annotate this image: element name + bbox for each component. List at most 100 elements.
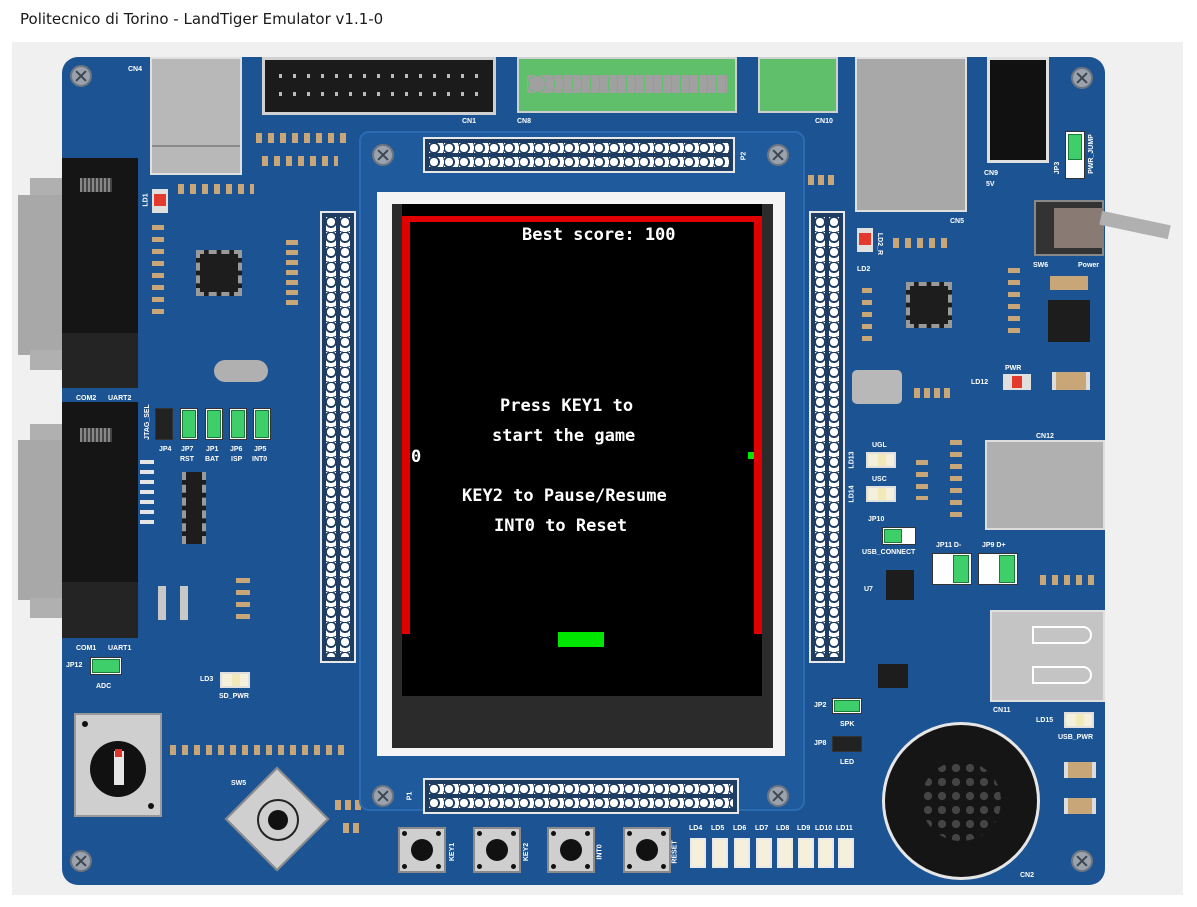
- cn12-label: CN12: [1036, 433, 1054, 440]
- jumper-jp5[interactable]: [253, 408, 271, 440]
- ld2-label: LD2: [857, 266, 871, 273]
- regulator-chip: [1048, 300, 1090, 342]
- lcd-screen: [402, 204, 762, 696]
- led-ld13: [866, 452, 896, 468]
- led-ld4: [690, 838, 706, 868]
- jtag-sel-label: JTAG_SEL: [143, 404, 151, 440]
- p2-label: P2: [740, 151, 748, 161]
- resistor-row: [914, 388, 954, 398]
- resistor-row: [916, 460, 928, 500]
- resistor-row: [152, 225, 164, 315]
- jp3-label: JP3: [1054, 161, 1062, 175]
- led-ld10: [818, 838, 834, 868]
- jp1-label: JP1: [206, 446, 219, 453]
- diode: [180, 586, 188, 620]
- jp12-label: JP12: [66, 662, 83, 669]
- screw-icon: [767, 144, 789, 166]
- cn10-label: CN10: [815, 118, 833, 125]
- jp7-label: JP7: [181, 446, 194, 453]
- capacitor: [1064, 798, 1096, 814]
- qfp-chip: [906, 282, 952, 328]
- top-wall: [402, 216, 762, 222]
- cn1-label: CN1: [462, 118, 477, 125]
- cn9-label: CN9: [984, 170, 999, 177]
- joystick-ring: [257, 799, 299, 841]
- key2-button[interactable]: [473, 827, 521, 873]
- capacitor: [1050, 276, 1088, 290]
- key1-button[interactable]: [398, 827, 446, 873]
- crystal: [214, 360, 268, 382]
- jumper-jp9[interactable]: [978, 553, 1018, 585]
- sw6-label: SW6: [1033, 262, 1049, 269]
- com1-shell: [18, 440, 66, 600]
- ld1-label: LD1: [142, 193, 150, 207]
- instruction-line-4: INT0 to Reset: [494, 516, 628, 536]
- led-ld8: [777, 838, 793, 868]
- key2-label: KEY2: [523, 842, 531, 862]
- jumper-jp3[interactable]: [1065, 131, 1085, 179]
- p1-label: P1: [406, 791, 414, 801]
- jp9-label: JP9 D+: [982, 542, 1006, 549]
- sd-slot-cn5: [855, 57, 967, 212]
- jumper-jp4[interactable]: [155, 408, 173, 440]
- com1-latch: [30, 424, 66, 444]
- joystick-knob[interactable]: [268, 810, 288, 830]
- uart1-label: UART1: [108, 645, 132, 652]
- jumper-jp12[interactable]: [90, 657, 122, 675]
- score-value: 0: [411, 447, 422, 467]
- usb-pwr-label: USB_PWR: [1058, 734, 1094, 741]
- cn4-label: CN4: [128, 66, 143, 73]
- ld12-label: LD12: [971, 379, 989, 386]
- spk-label: SPK: [840, 721, 855, 728]
- ld8-label: LD8: [776, 825, 790, 832]
- jumper-jp8[interactable]: [832, 736, 862, 752]
- led-ld7: [756, 838, 772, 868]
- screw-icon: [1071, 850, 1093, 872]
- ld5-label: LD5: [711, 825, 725, 832]
- jumper-jp2[interactable]: [832, 698, 862, 714]
- resistor-row: [286, 240, 298, 310]
- com2-label: COM2: [76, 395, 97, 402]
- best-score-text: Best score: 100: [522, 225, 676, 245]
- com2-shell: [18, 195, 66, 355]
- usb-host-cn11: [990, 610, 1105, 702]
- jumper-jp10[interactable]: [882, 527, 916, 545]
- cn2-label: CN2: [1020, 872, 1035, 879]
- resistor-row: [1008, 268, 1020, 338]
- potentiometer[interactable]: [74, 713, 162, 817]
- jumper-jp1[interactable]: [205, 408, 223, 440]
- int0-button[interactable]: [547, 827, 595, 873]
- jp10-label: JP10: [868, 516, 885, 523]
- led-ld5: [712, 838, 728, 868]
- com1-latch: [30, 598, 66, 618]
- capacitor: [1052, 372, 1090, 390]
- jp4-label: JP4: [159, 446, 172, 453]
- screw-icon: [767, 785, 789, 807]
- resistor-row: [170, 745, 350, 755]
- ld4-label: LD4: [689, 825, 703, 832]
- instruction-line-1: Press KEY1 to: [500, 396, 634, 416]
- power-switch-sw6[interactable]: [1034, 200, 1104, 256]
- bat-label: BAT: [205, 456, 219, 463]
- usb-connector-cn12: [985, 440, 1105, 530]
- serial-port-com1: [62, 402, 138, 638]
- screw-icon: [70, 65, 92, 87]
- ld7-label: LD7: [755, 825, 769, 832]
- ld9-label: LD9: [797, 825, 811, 832]
- jumper-jp11[interactable]: [932, 553, 972, 585]
- led-ld11: [838, 838, 854, 868]
- reset-button[interactable]: [623, 827, 671, 873]
- int0-jumper-label: INT0: [252, 456, 268, 463]
- resistor-row: [808, 175, 834, 185]
- screw-icon: [372, 785, 394, 807]
- ld6-label: LD6: [733, 825, 747, 832]
- resistor-row: [262, 156, 338, 166]
- 5v-label: 5V: [986, 181, 995, 188]
- ld14-label: LD14: [848, 485, 856, 503]
- jumper-jp7[interactable]: [180, 408, 198, 440]
- jp5-label: JP5: [254, 446, 267, 453]
- resistor-row: [950, 440, 962, 520]
- jumper-jp6[interactable]: [229, 408, 247, 440]
- led-ld14: [866, 486, 896, 502]
- resistor-row: [335, 800, 363, 810]
